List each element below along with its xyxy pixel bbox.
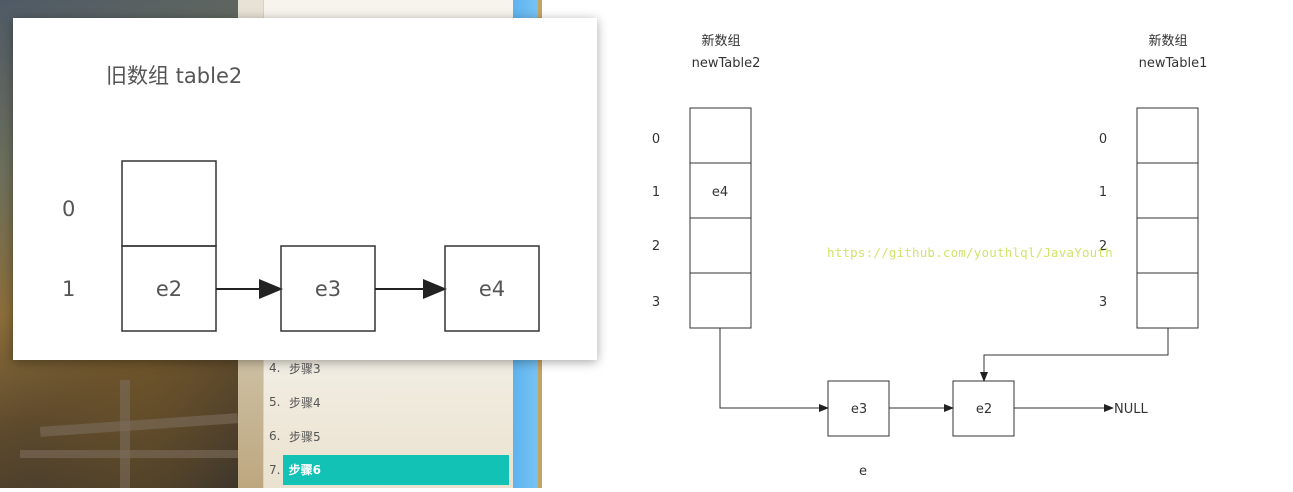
new-table2-slot-3 <box>689 272 752 329</box>
card-title: 旧数组 table2 <box>106 64 243 88</box>
new-table2-slot-0 <box>689 107 752 164</box>
background-plank <box>20 450 238 458</box>
new-table1-slot-3 <box>1136 272 1199 329</box>
new-table1-title-line1: 新数组 <box>1148 33 1187 49</box>
step-item[interactable]: 4. 步骤3 <box>269 354 509 382</box>
step-number: 5. <box>269 395 281 409</box>
new-table1-slot-0 <box>1136 107 1199 164</box>
index-left-2: 2 <box>652 239 660 254</box>
array-slot-0 <box>121 160 217 247</box>
index-left-0: 0 <box>652 132 660 147</box>
background-plank <box>39 413 239 437</box>
old-array-card: 旧数组 table2 0 1 e2 e3 e4 <box>13 18 597 360</box>
index-right-3: 3 <box>1099 295 1107 310</box>
step-label: 步骤5 <box>289 429 321 444</box>
node-e4 <box>444 245 540 332</box>
step-number: 4. <box>269 361 281 375</box>
index-right-0: 0 <box>1099 132 1107 147</box>
null-label: NULL <box>1114 402 1148 417</box>
chain-node-e2-label: e2 <box>976 402 992 417</box>
row-index-0: 0 <box>62 197 75 221</box>
node-e4-label: e4 <box>479 277 505 301</box>
new-table2-slot-2 <box>689 217 752 274</box>
new-table1-title-line2: newTable1 <box>1139 56 1208 71</box>
old-array-diagram: 0 1 e2 e3 e4 <box>62 160 540 332</box>
step-item-active[interactable]: 7. 步骤6 <box>269 455 509 485</box>
pointer-label: e <box>859 464 867 479</box>
row-index-1: 1 <box>62 277 75 301</box>
step-number: 6. <box>269 429 281 443</box>
step-label: 步骤4 <box>289 395 321 410</box>
link-arrow <box>719 328 829 412</box>
link-arrow <box>980 328 1169 382</box>
step-item[interactable]: 6. 步骤5 <box>269 422 509 450</box>
node-e3-label: e3 <box>315 277 341 301</box>
step-number: 7. <box>269 463 281 477</box>
background-post <box>120 380 130 488</box>
step-item[interactable]: 5. 步骤4 <box>269 388 509 416</box>
new-table2-slot-1-label: e4 <box>712 185 728 200</box>
new-table1-slot-2 <box>1136 217 1199 274</box>
new-arrays-diagram: 新数组 newTable2 新数组 newTable1 0 1 2 3 e4 0… <box>598 0 1293 488</box>
index-left-3: 3 <box>652 295 660 310</box>
index-right-1: 1 <box>1099 185 1107 200</box>
new-table2-title-line2: newTable2 <box>692 56 761 71</box>
new-table2-title-line1: 新数组 <box>701 33 740 49</box>
new-table1-slot-1 <box>1136 162 1199 219</box>
chain-node-e3-label: e3 <box>851 402 867 417</box>
array-slot-1-label: e2 <box>156 277 182 301</box>
step-label: 步骤6 <box>282 455 509 485</box>
index-left-1: 1 <box>652 185 660 200</box>
index-right-2: 2 <box>1099 239 1107 254</box>
watermark-url: https://github.com/youthlql/JavaYouth <box>827 245 1113 260</box>
step-label: 步骤3 <box>289 361 321 376</box>
